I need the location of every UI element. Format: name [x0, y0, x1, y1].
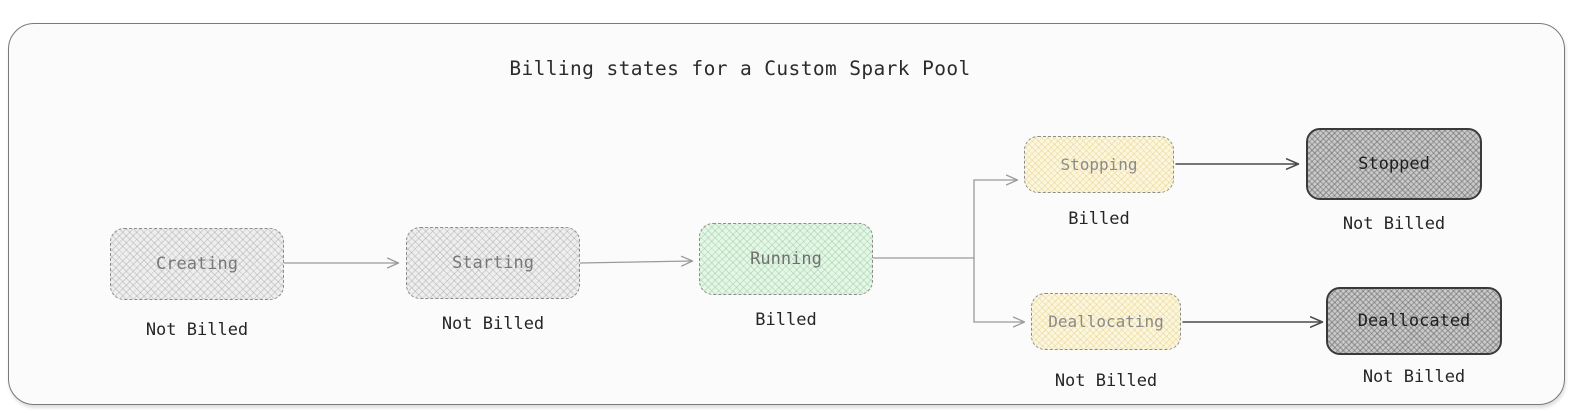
state-node-deallocated[interactable]: Deallocated: [1326, 287, 1502, 355]
state-node-running[interactable]: Running: [699, 223, 873, 295]
billing-caption-deallocating: Not Billed: [1054, 371, 1158, 391]
diagram-card: [8, 23, 1565, 405]
billing-caption-creating: Not Billed: [145, 320, 249, 340]
state-node-running-label: Running: [750, 249, 822, 269]
state-node-creating[interactable]: Creating: [110, 228, 284, 300]
state-node-deallocated-label: Deallocated: [1357, 311, 1471, 331]
state-node-creating-label: Creating: [156, 254, 238, 274]
state-node-stopping[interactable]: Stopping: [1024, 136, 1174, 193]
state-node-starting-label: Starting: [452, 253, 534, 273]
diagram-title: Billing states for a Custom Spark Pool: [509, 57, 971, 80]
billing-caption-stopping: Billed: [1068, 209, 1130, 229]
state-node-stopped[interactable]: Stopped: [1306, 128, 1482, 200]
state-node-deallocating-label: Deallocating: [1048, 312, 1164, 331]
state-node-stopped-label: Stopped: [1358, 154, 1430, 174]
billing-caption-starting: Not Billed: [441, 314, 545, 334]
billing-caption-stopped: Not Billed: [1342, 214, 1446, 234]
state-node-stopping-label: Stopping: [1060, 155, 1138, 174]
billing-caption-running: Billed: [755, 310, 817, 330]
state-node-deallocating[interactable]: Deallocating: [1031, 293, 1181, 350]
billing-caption-deallocated: Not Billed: [1362, 367, 1466, 387]
state-node-starting[interactable]: Starting: [406, 227, 580, 299]
